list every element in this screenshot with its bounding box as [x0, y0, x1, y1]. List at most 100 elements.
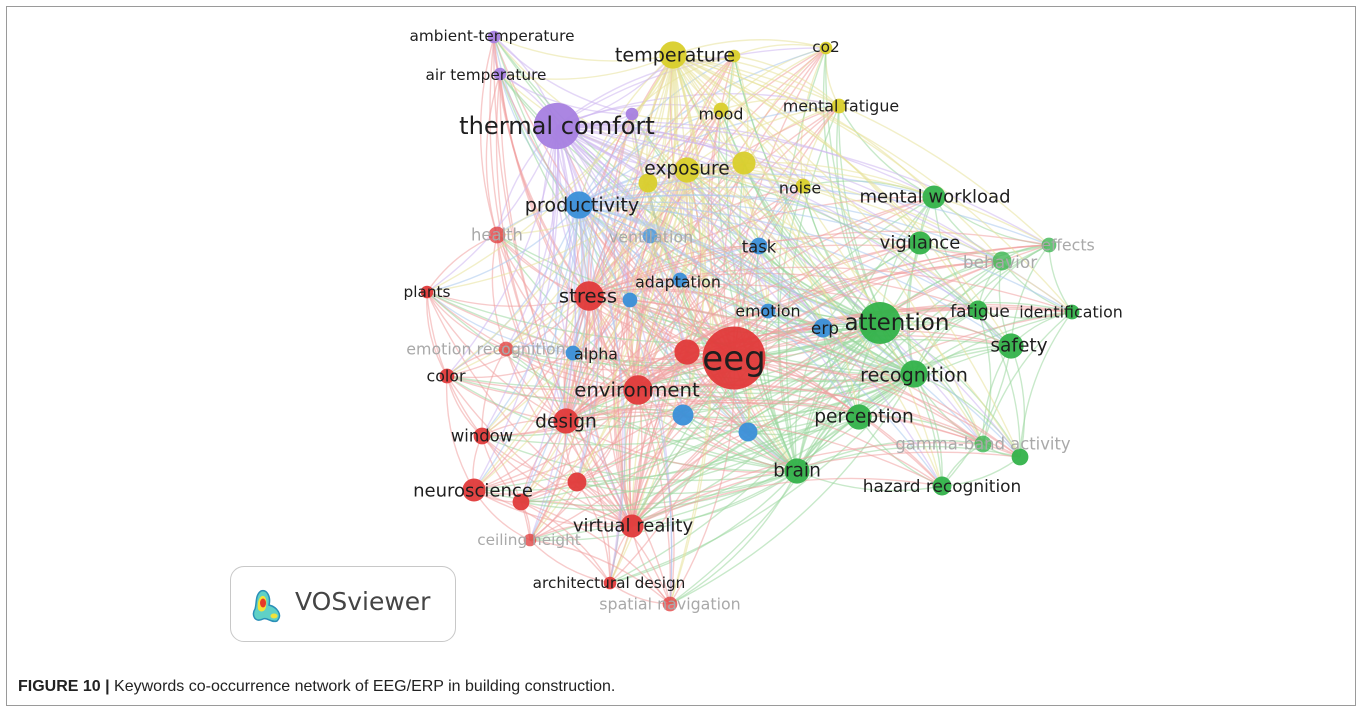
label-eeg: eeg [702, 339, 765, 379]
label-erp: erp [811, 318, 839, 338]
node-spatial-navigation [662, 596, 678, 612]
network-edge [565, 242, 921, 422]
network-edge [445, 375, 475, 491]
network-edge [617, 235, 651, 527]
node-gamma-band-activity [974, 435, 992, 453]
network-edge [481, 125, 559, 437]
network-edge [520, 125, 571, 503]
label-task: task [742, 238, 777, 257]
network-edge [609, 322, 881, 584]
network-edge [631, 470, 798, 527]
network-edge [481, 54, 674, 437]
label-stress: stress [559, 285, 617, 308]
node-eeg [702, 326, 766, 390]
network-edge [556, 125, 984, 445]
network-edge [796, 260, 1003, 472]
network-edge [565, 420, 671, 605]
network-edge [710, 55, 735, 359]
network-edge [672, 54, 704, 353]
network-edge [473, 420, 567, 491]
network-edge [631, 311, 1073, 527]
network-edge [529, 539, 671, 605]
network-edge [520, 357, 735, 503]
label-emotion: emotion [735, 302, 800, 321]
network-edge [578, 173, 935, 206]
network-edge [686, 169, 750, 433]
network-edge [556, 55, 735, 127]
network-edge [631, 477, 943, 527]
network-edge [578, 203, 979, 311]
label-gamma-band-activity: gamma-band activity [895, 435, 1071, 454]
network-edge [446, 352, 574, 379]
network-edge [941, 345, 1012, 487]
node-identification [1064, 304, 1080, 320]
network-edge [565, 338, 1012, 422]
network-edge [631, 373, 915, 527]
node-red-a [674, 339, 700, 365]
node-noise [795, 178, 811, 194]
network-edge [520, 373, 915, 503]
network-edge [426, 291, 567, 422]
network-edge [426, 169, 688, 293]
network-edge [588, 266, 1073, 313]
label-window: window [451, 427, 513, 446]
network-edge [446, 125, 558, 377]
network-edge [556, 125, 1003, 262]
network-edge [426, 54, 674, 293]
vosviewer-logo: VOSviewer [230, 566, 456, 642]
label-ventilation: ventilation [609, 228, 693, 247]
network-edge [520, 295, 590, 503]
network-edge [637, 306, 1073, 391]
label-temperature: temperature [615, 44, 735, 67]
network-edge [529, 420, 567, 541]
network-edge [588, 244, 1003, 297]
network-edge [686, 169, 1003, 262]
network-edge [556, 123, 1050, 246]
node-design [553, 408, 579, 434]
network-edge [473, 125, 560, 491]
network-edge [426, 291, 574, 354]
node-ambient-temperature [487, 30, 501, 44]
node-temperature [659, 41, 687, 69]
node-green-a [1011, 448, 1029, 466]
label-vigilance: vigilance [880, 233, 961, 254]
node-purple-small [625, 107, 639, 121]
network-edge [576, 295, 599, 483]
node-exposure [674, 157, 700, 183]
network-edge [495, 73, 567, 422]
node-ceiling-height [523, 533, 537, 547]
label-productivity: productivity [525, 194, 639, 217]
network-edge [977, 309, 1021, 458]
network-edge [481, 435, 531, 541]
network-edge [529, 169, 688, 541]
network-edge [505, 348, 633, 527]
network-edge [796, 439, 984, 472]
network-edge [631, 345, 1012, 527]
network-edge [520, 169, 688, 503]
network-edge [493, 36, 580, 206]
network-edge [556, 92, 840, 127]
node-color [439, 368, 455, 384]
network-edge [578, 204, 984, 445]
node-emotion-recognition [498, 341, 514, 357]
node-brain [784, 458, 810, 484]
label-thermal-comfort: thermal comfort [459, 112, 655, 140]
label-identification: identification [1019, 303, 1123, 322]
label-fatigue: fatigue [950, 301, 1010, 321]
network-edge [588, 295, 1021, 458]
network-edge [588, 295, 672, 605]
network-edge [879, 322, 1021, 458]
network-edge [1019, 311, 1073, 458]
node-ventilation [642, 228, 658, 244]
node-mood [713, 102, 729, 118]
node-alpha [565, 345, 581, 361]
node-effects [1041, 237, 1057, 253]
network-edge [565, 415, 943, 487]
node-mental-fatigue [831, 98, 847, 114]
network-edge [679, 245, 760, 281]
network-edge [576, 169, 688, 483]
network-edge [446, 54, 674, 377]
network-edge [496, 234, 639, 391]
